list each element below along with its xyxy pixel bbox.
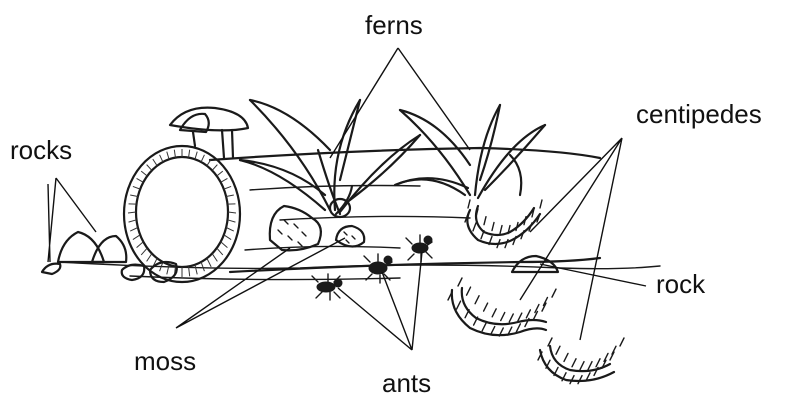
rock-leader — [540, 264, 646, 286]
centipede-lower — [538, 338, 624, 384]
ferns-leader — [330, 48, 470, 158]
label-ants: ants — [382, 370, 431, 396]
ant-3 — [406, 235, 432, 262]
rock-right — [512, 256, 558, 272]
fallen-log — [210, 148, 600, 272]
centipedes-leader — [520, 138, 622, 340]
moss — [270, 206, 364, 250]
label-rock: rock — [656, 271, 705, 297]
centipede-middle — [448, 278, 556, 336]
log-end — [124, 146, 240, 282]
centipede-upper — [465, 200, 542, 248]
fern-left — [240, 100, 420, 217]
label-rocks: rocks — [10, 137, 72, 163]
fern-right — [395, 105, 545, 198]
label-centipedes: centipedes — [636, 101, 762, 127]
ant-1 — [312, 274, 342, 300]
rocks-leader — [48, 178, 96, 262]
label-moss: moss — [134, 348, 196, 374]
label-ferns: ferns — [365, 12, 423, 38]
